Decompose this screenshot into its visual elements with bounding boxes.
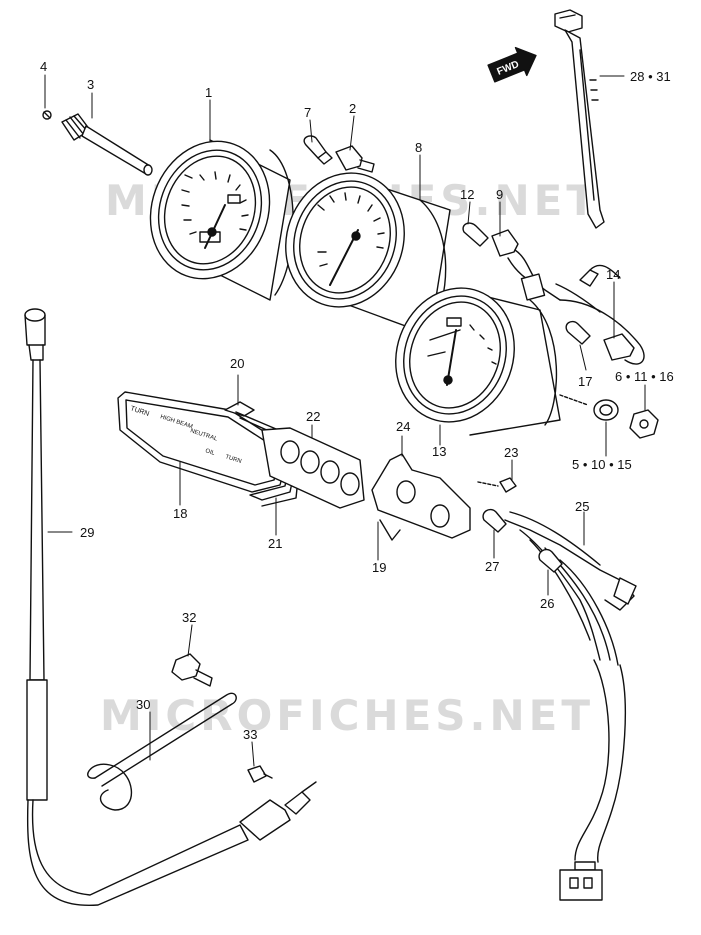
clamp-30 [87, 692, 237, 811]
callout-14: 14 [606, 267, 621, 282]
callout-24: 24 [396, 419, 411, 434]
callout-28-31: 28 • 31 [630, 69, 671, 84]
callout-13: 13 [432, 444, 447, 459]
panel-text-turn-right: TURN [224, 454, 242, 465]
lens-20 [224, 401, 255, 417]
callout-27: 27 [485, 559, 500, 574]
callout-5-10-15: 5 • 10 • 15 [572, 457, 632, 472]
callout-8: 8 [415, 140, 423, 155]
callout-18: 18 [173, 506, 188, 521]
grommet-5 [559, 394, 619, 421]
callout-23: 23 [504, 445, 519, 460]
cable-fitting [61, 113, 153, 176]
callout-1: 1 [205, 85, 213, 100]
callout-3: 3 [87, 77, 95, 92]
callout-20: 20 [230, 356, 245, 371]
callout-17: 17 [578, 374, 593, 389]
socket-14 [603, 333, 635, 361]
indicator-panel-18: TURN HIGH BEAM NEUTRAL OIL TURN [117, 391, 291, 493]
callout-32: 32 [182, 610, 197, 625]
socket-2 [335, 145, 375, 173]
callout-26: 26 [540, 596, 555, 611]
cable-tie [554, 9, 605, 229]
tachometer [285, 172, 451, 336]
callout-29: 29 [80, 525, 95, 540]
callout-19: 19 [372, 560, 387, 575]
fwd-arrow: FWD [487, 46, 537, 83]
callout-9: 9 [496, 187, 504, 202]
leader-lines [44, 74, 646, 767]
callout-6-11-16: 6 • 11 • 16 [615, 369, 674, 384]
bulb-12 [462, 222, 489, 247]
callout-30: 30 [136, 697, 151, 712]
bolt-32 [171, 653, 213, 687]
screw-33 [247, 765, 273, 783]
callout-2: 2 [349, 101, 357, 116]
callout-4: 4 [40, 59, 48, 74]
callout-12: 12 [460, 187, 475, 202]
screw-23 [477, 477, 517, 493]
wire-harness-25 [504, 511, 637, 901]
bulb-27 [482, 508, 507, 533]
callout-33: 33 [243, 727, 258, 742]
bulb-7 [303, 135, 333, 165]
panel-text-oil: OIL [204, 448, 216, 457]
gauge-13 [395, 287, 561, 436]
callout-25: 25 [575, 499, 590, 514]
screw-4 [42, 110, 52, 120]
bulb-17 [565, 320, 591, 345]
bulb-26 [538, 548, 563, 573]
speedometer-cable-29 [24, 308, 317, 906]
wire-harness-upper [507, 249, 645, 365]
callout-7: 7 [304, 105, 312, 120]
watermark-bottom: MICROFICHES.NET [100, 691, 594, 740]
nut-6 [629, 409, 659, 439]
gasket-22 [261, 427, 365, 509]
callout-21: 21 [268, 536, 283, 551]
bracket-24 [371, 453, 471, 541]
callout-22: 22 [306, 409, 321, 424]
speedometer [149, 139, 294, 301]
socket-9 [491, 229, 519, 257]
